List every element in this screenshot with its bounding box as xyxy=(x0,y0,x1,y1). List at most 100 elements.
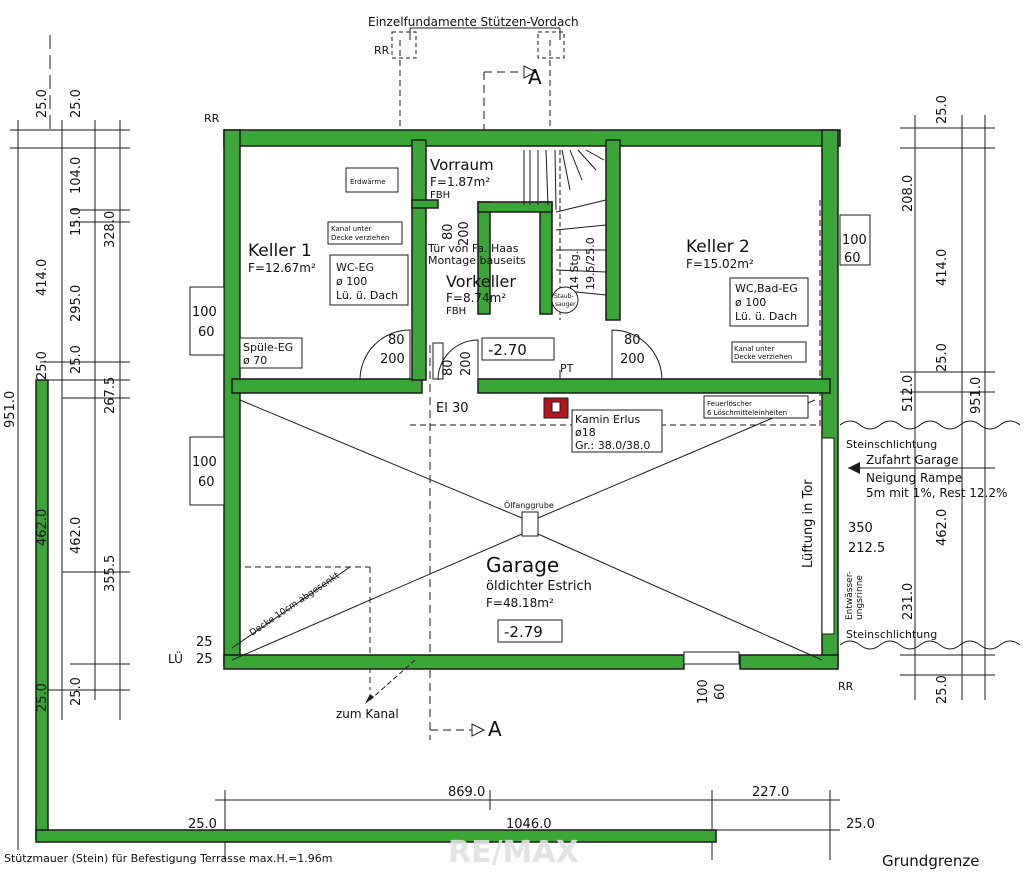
left-inner-7: 267.5 xyxy=(103,377,118,414)
stairs xyxy=(523,149,607,320)
stuetzmauer-vertical xyxy=(35,379,49,839)
left-inner-6: 25.0 xyxy=(69,345,84,374)
win-left2-h: 60 xyxy=(198,475,215,490)
left-inner-dims: 25.0 104.0 15.0 328.0 295.0 25.0 267.5 4… xyxy=(69,89,118,706)
lu-h: 25 xyxy=(196,652,213,667)
win-right-h: 60 xyxy=(844,251,861,266)
bottom-1: 869.0 xyxy=(448,785,485,800)
keller1-area: F=12.67m² xyxy=(248,261,316,275)
wall-stair-top xyxy=(477,201,553,213)
vorkeller-name: Vorkeller xyxy=(446,272,516,291)
right-9: 25.0 xyxy=(935,675,950,704)
kamin-2: ø18 xyxy=(575,426,596,439)
keller1-name: Keller 1 xyxy=(248,241,312,261)
right-4: 25.0 xyxy=(935,343,950,372)
wc-bad-2: ø 100 xyxy=(735,296,766,309)
left-outer-2: 414.0 xyxy=(35,259,50,296)
garage-name: Garage xyxy=(486,553,559,577)
opening-dimensions: 80 200 80 200 80 200 80 200 100 60 100 6… xyxy=(192,221,885,704)
vorraum-note: FBH xyxy=(430,190,450,201)
left-total: 951.0 xyxy=(3,391,18,428)
section-mark-bottom: A xyxy=(488,717,502,741)
garage-floor: öldichter Estrich xyxy=(486,579,592,594)
keller2-name: Keller 2 xyxy=(686,237,750,257)
section-arrow-bottom xyxy=(471,723,486,737)
win-bottom-w: 100 xyxy=(696,679,711,704)
entwaesserung-1: Entwässer- xyxy=(845,571,855,620)
wall-left xyxy=(223,129,241,666)
wall-stair-right xyxy=(539,201,553,315)
gate-h: 212.5 xyxy=(848,541,885,556)
top-label: Einzelfundamente Stützen-Vordach xyxy=(368,15,579,29)
left-inner-3: 15.0 xyxy=(69,207,84,236)
wc-bad-3: Lü. ü. Dach xyxy=(735,310,797,323)
staub-1: Staub- xyxy=(554,293,574,300)
spuele-1: Spüle-EG xyxy=(243,341,293,354)
right-dims: 25.0 208.0 414.0 25.0 512.0 951.0 462.0 … xyxy=(901,95,984,704)
rr-wall: RR xyxy=(204,112,220,125)
grundgrenze-label: Grundgrenze xyxy=(882,852,980,870)
label-boxes xyxy=(239,167,809,643)
stuetzmauer-horizontal xyxy=(35,829,717,843)
window-frames xyxy=(189,214,871,665)
d3-w: 80 xyxy=(441,223,456,240)
feuer-1: Feuerlöscher xyxy=(707,400,752,408)
vorraum-name: Vorraum xyxy=(430,156,494,174)
vorkeller-area: F=8.74m² xyxy=(446,291,506,305)
keller2-area: F=15.02m² xyxy=(686,257,754,271)
stair-1: 14 Stg. xyxy=(568,251,581,290)
kanal-arrowhead xyxy=(365,694,374,704)
left-inner-4: 328.0 xyxy=(103,211,118,248)
lu-w: 25 xyxy=(196,635,213,650)
right-8: 231.0 xyxy=(901,583,916,620)
wc-eg-3: Lü. ü. Dach xyxy=(336,289,398,302)
d4-h: 200 xyxy=(459,351,474,376)
lueftung-label: Lüftung in Tor xyxy=(801,479,816,568)
rr-bottom: RR xyxy=(838,680,854,693)
d1-h: 200 xyxy=(380,352,405,367)
bottom-dims: 869.0 227.0 1046.0 25.0 25.0 xyxy=(188,785,875,832)
left-inner-10: 25.0 xyxy=(69,677,84,706)
left-outer-4: 462.0 xyxy=(35,509,50,546)
kamin-1: Kamin Erlus xyxy=(575,413,641,426)
left-outer-3: 25.0 xyxy=(35,351,50,380)
wall-bottom-left xyxy=(223,654,685,670)
right-6: 951.0 xyxy=(969,377,984,414)
tuer-1: Tür von Fa. Haas xyxy=(427,242,519,255)
wall-top xyxy=(223,129,841,147)
vorraum-area: F=1.87m² xyxy=(430,175,490,189)
d1-w: 80 xyxy=(388,333,405,348)
section-mark-top: A xyxy=(528,65,542,89)
left-inner-5: 295.0 xyxy=(69,285,84,322)
wall-bottom-right xyxy=(739,654,839,670)
kamin-core xyxy=(551,401,561,413)
right-3: 414.0 xyxy=(935,249,950,286)
wall-keller2 xyxy=(605,139,621,321)
garage-level: -2.79 xyxy=(504,623,543,641)
oelfang-grate xyxy=(521,511,539,537)
vorkeller-note: FBH xyxy=(446,306,466,317)
d3-h: 200 xyxy=(457,221,472,246)
kanal-arrow xyxy=(369,659,416,701)
level-vorkeller: -2.70 xyxy=(488,341,527,359)
kanal-left-2: Decke verziehen xyxy=(331,234,389,242)
kanal-right-1: Kanal unter xyxy=(734,345,775,353)
stair-2: 19.5/25.0 xyxy=(584,237,597,290)
bottom-3: 1046.0 xyxy=(506,817,552,832)
oelfang-label: Ölfanggrube xyxy=(504,500,554,510)
tuer-2: Montage bauseits xyxy=(428,254,526,267)
kanal-left-1: Kanal unter xyxy=(331,225,372,233)
left-inner-9: 355.5 xyxy=(103,555,118,592)
kanal-label: zum Kanal xyxy=(336,707,399,721)
win-left1-h: 60 xyxy=(198,325,215,340)
foundation-boxes xyxy=(391,31,565,59)
wc-eg-2: ø 100 xyxy=(336,275,367,288)
garage-area: F=48.18m² xyxy=(486,596,554,610)
right-5: 512.0 xyxy=(901,375,916,412)
bottom-5: 25.0 xyxy=(846,817,875,832)
lu-label: LÜ xyxy=(168,650,183,666)
wall-middle-right xyxy=(477,378,831,394)
wall-vorraum xyxy=(411,139,427,381)
entwaesserung-2: ungsrinne xyxy=(855,575,865,620)
zufahrt-2: Neigung Rampe xyxy=(866,471,962,485)
